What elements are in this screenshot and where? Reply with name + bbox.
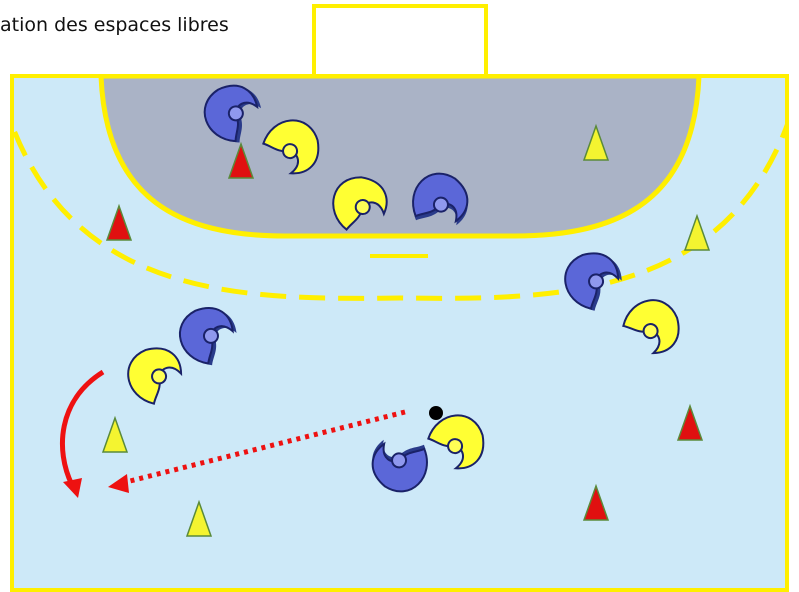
yellow-player-2	[327, 172, 392, 237]
blue-player-1	[195, 76, 272, 151]
cone-yellow	[185, 499, 213, 537]
yellow-player-1	[259, 115, 324, 180]
diagram-title: ation des espaces libres	[0, 14, 229, 36]
cone-red	[582, 483, 610, 521]
cone-red	[227, 141, 255, 179]
yellow-player-5	[424, 410, 489, 475]
blue-player-5	[361, 422, 440, 503]
cone-yellow	[683, 213, 711, 251]
ball	[429, 406, 443, 420]
yellow-player-3	[617, 293, 686, 361]
goal	[312, 4, 488, 78]
goal-area	[98, 76, 702, 239]
cone-yellow	[101, 415, 129, 453]
free-throw-line	[12, 118, 787, 301]
pass-arrow	[108, 409, 406, 493]
players	[121, 76, 686, 503]
cones	[101, 123, 711, 537]
cone-red	[105, 203, 133, 241]
blue-player-3	[558, 246, 629, 316]
blue-player-2	[400, 162, 479, 243]
movement-arrow	[59, 369, 105, 498]
yellow-player-4	[121, 341, 189, 410]
blue-player-4	[171, 299, 245, 372]
cone-red	[676, 403, 704, 441]
cone-yellow	[582, 123, 610, 161]
